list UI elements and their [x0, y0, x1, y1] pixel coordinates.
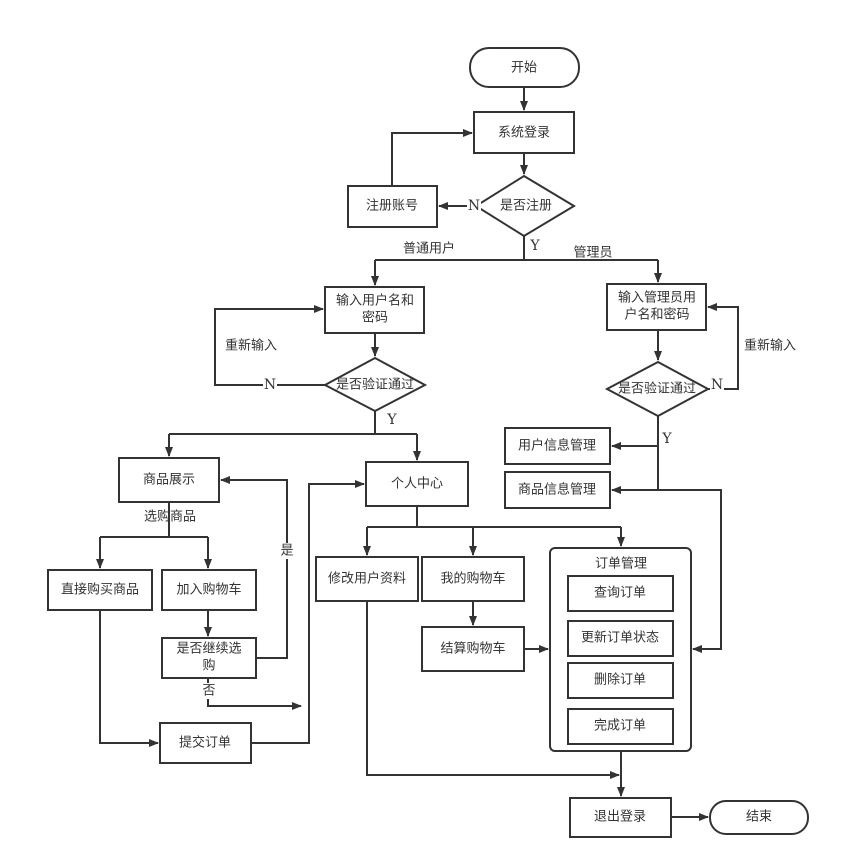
label-continue-yes: 是	[280, 544, 293, 559]
start-label: 开始	[511, 61, 537, 76]
end-label: 结束	[746, 810, 772, 825]
node-update-order-status	[567, 620, 674, 657]
complete-order-label: 完成订单	[594, 719, 646, 734]
node-register: 注册账号	[347, 185, 438, 228]
edge-continue-yes	[220, 476, 288, 659]
user-verify-label: 是否验证通过	[336, 377, 414, 393]
edge-labels: N Y 普通用户 管理员 重新输入 N Y 重新输入 N Y 选购商品 是 否	[144, 198, 796, 699]
delete-order-label: 删除订单	[594, 673, 646, 688]
edges	[96, 87, 739, 821]
node-checkout-cart: 结算购物车	[421, 626, 525, 672]
node-start: 开始	[469, 47, 580, 88]
query-order-label: 查询订单	[594, 586, 646, 601]
node-personal-center: 个人中心	[365, 461, 469, 507]
node-user-input: 输入用户名和 密码	[324, 286, 425, 334]
label-register-yes: Y	[529, 238, 540, 254]
buy-direct-label: 直接购买商品	[61, 582, 139, 598]
label-user-verify-no: N	[264, 377, 276, 393]
label-continue-no: 否	[202, 684, 215, 699]
goods-display-label: 商品展示	[143, 473, 195, 488]
logout-label: 退出登录	[594, 810, 646, 825]
node-admin-input: 输入管理员用 户名和密码	[606, 283, 707, 331]
label-register-no: N	[468, 198, 480, 214]
node-goods-display: 商品展示	[118, 457, 220, 503]
order-mgmt-label: 订单管理	[595, 557, 647, 572]
admin-verify-label: 是否验证通过	[618, 381, 696, 397]
submit-order-label: 提交订单	[179, 735, 231, 751]
login-label: 系统登录	[498, 126, 550, 141]
node-query-order	[567, 575, 674, 612]
node-is-registered: 是否注册	[474, 174, 576, 238]
checkout-cart-label: 结算购物车	[440, 641, 505, 657]
node-logout: 退出登录	[569, 797, 672, 838]
label-admin: 管理员	[573, 246, 612, 261]
node-order-mgmt: 订单管理 查询订单 更新订单状态 删除订单 完成订单	[549, 547, 692, 752]
my-cart-label: 我的购物车	[440, 571, 505, 587]
label-admin-verify-yes: Y	[661, 431, 672, 447]
update-order-status-label: 更新订单状态	[581, 630, 659, 646]
node-user-verify: 是否验证通过	[322, 356, 428, 413]
register-label: 注册账号	[366, 199, 418, 214]
label-user-verify-yes: Y	[386, 412, 397, 428]
edge-choose	[100, 502, 208, 538]
edge-user-yes	[169, 411, 417, 435]
goods-info-mgmt-label: 商品信息管理	[518, 482, 596, 498]
add-cart-label: 加入购物车	[176, 582, 241, 598]
node-delete-order	[567, 662, 674, 699]
node-admin-verify: 是否验证通过	[604, 360, 711, 418]
edge-center-split	[367, 506, 621, 528]
edge-submit-center	[251, 480, 365, 744]
edit-profile-label: 修改用户资料	[328, 571, 406, 587]
node-add-cart: 加入购物车	[161, 569, 257, 611]
node-submit-order: 提交订单	[159, 722, 252, 764]
personal-center-label: 个人中心	[391, 477, 443, 492]
node-goods-info-mgmt: 商品信息管理	[504, 471, 611, 509]
node-end: 结束	[709, 800, 809, 835]
label-user-reenter: 重新输入	[225, 338, 277, 354]
edge-profile-logout	[366, 601, 620, 779]
user-input-label-2: 密码	[362, 310, 388, 326]
admin-input-label-1: 输入管理员用	[618, 290, 696, 306]
admin-input-label-2: 户名和密码	[624, 307, 689, 323]
label-normal-user: 普通用户	[403, 241, 455, 257]
node-user-info-mgmt: 用户信息管理	[504, 427, 611, 465]
node-complete-order	[567, 708, 674, 745]
label-admin-verify-no: N	[711, 377, 723, 393]
edge-continue-no	[207, 678, 302, 710]
node-edit-profile: 修改用户资料	[315, 556, 419, 602]
user-input-label-1: 输入用户名和	[336, 293, 414, 309]
edge-admin-orders	[658, 489, 722, 653]
is-registered-label: 是否注册	[500, 199, 552, 214]
label-choose-goods: 选购商品	[144, 509, 196, 525]
label-admin-reenter: 重新输入	[744, 338, 796, 354]
edge-register-login	[391, 129, 473, 186]
node-login: 系统登录	[473, 111, 575, 154]
node-buy-direct: 直接购买商品	[47, 569, 153, 611]
user-info-mgmt-label: 用户信息管理	[518, 438, 596, 454]
edge-buy-submit	[99, 610, 159, 747]
node-my-cart: 我的购物车	[421, 556, 525, 602]
node-continue: 是否继续选 购	[161, 637, 257, 679]
continue-label-2: 购	[202, 658, 215, 674]
continue-label-1: 是否继续选	[176, 642, 241, 657]
